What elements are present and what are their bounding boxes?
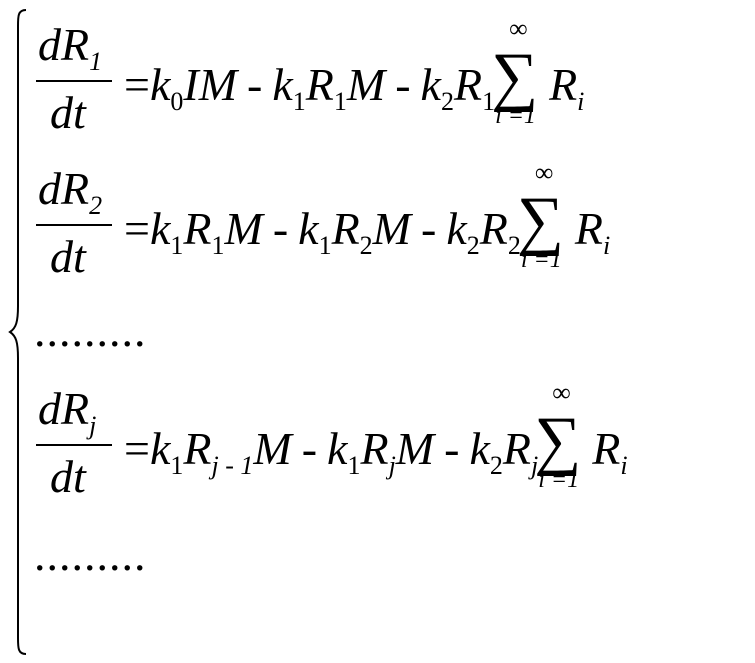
numerator: dR1 bbox=[38, 19, 103, 76]
summation: ∞∑i =1 bbox=[517, 160, 573, 273]
minus-sign: - bbox=[395, 59, 411, 110]
sum-lower-limit: i =1 bbox=[495, 103, 536, 129]
sum-lower-limit: i =1 bbox=[538, 467, 580, 493]
derivative-fraction: dRj dt bbox=[34, 378, 114, 508]
equals-sign: = bbox=[124, 59, 150, 110]
equals-sign: = bbox=[124, 423, 150, 474]
denominator: dt bbox=[50, 231, 86, 282]
sigma-symbol: ∑ bbox=[491, 40, 539, 113]
fraction-bar bbox=[36, 444, 112, 446]
minus-sign: - bbox=[444, 423, 460, 474]
ellipsis-row: ......... bbox=[34, 305, 147, 356]
minus-sign: - bbox=[301, 423, 318, 474]
sigma-symbol: ∑ bbox=[534, 404, 582, 477]
sum-upper-limit: ∞ bbox=[552, 378, 571, 407]
left-brace bbox=[8, 9, 27, 655]
equals-sign: = bbox=[124, 203, 150, 254]
sigma-symbol: ∑ bbox=[516, 184, 564, 257]
sum-upper-limit: ∞ bbox=[509, 14, 528, 43]
summation: ∞∑i =1 bbox=[491, 16, 547, 129]
denominator: dt bbox=[50, 451, 86, 502]
sum-upper-limit: ∞ bbox=[534, 158, 554, 187]
minus-sign: - bbox=[272, 203, 289, 254]
derivative-fraction: dR2 dt bbox=[34, 158, 114, 288]
summation: ∞∑i =1 bbox=[534, 380, 590, 493]
ellipsis-row: ......... bbox=[34, 529, 147, 580]
minus-sign: - bbox=[247, 59, 263, 110]
sum-lower-limit: i =1 bbox=[520, 247, 562, 273]
fraction-bar bbox=[36, 224, 112, 226]
numerator: dR2 bbox=[38, 163, 103, 220]
numerator: dRj bbox=[38, 383, 97, 440]
derivative-fraction: dR1 dt bbox=[34, 14, 114, 144]
fraction-bar bbox=[36, 80, 112, 82]
denominator: dt bbox=[50, 87, 86, 138]
minus-sign: - bbox=[421, 203, 437, 254]
